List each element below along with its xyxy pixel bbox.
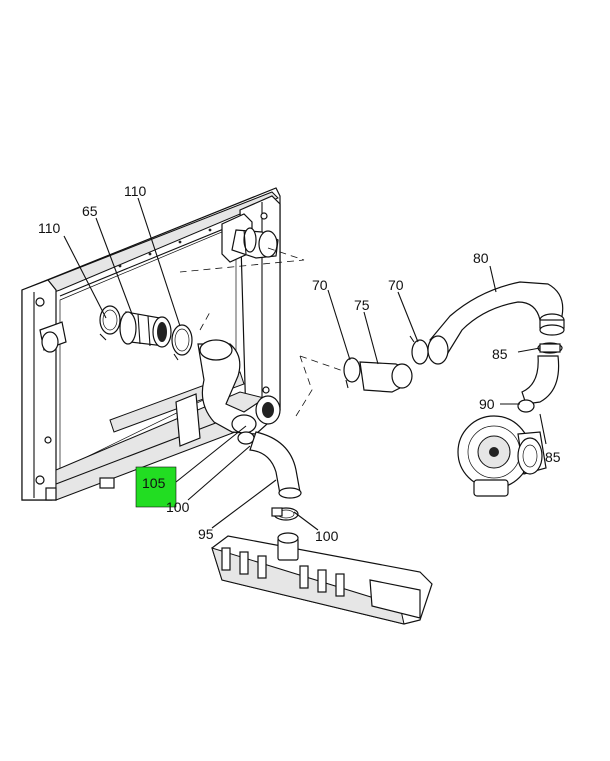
callout-95[interactable]: 95 <box>198 526 214 542</box>
center-elbow <box>197 339 281 445</box>
turbocharger <box>457 415 547 497</box>
middle-hose-assembly <box>343 335 429 393</box>
routing-lines <box>179 247 353 417</box>
callout-85-upper[interactable]: 85 <box>492 346 508 362</box>
upper-hose <box>231 227 279 259</box>
tube-90 <box>517 342 563 413</box>
manifold-ports <box>221 547 345 597</box>
callout-80[interactable]: 80 <box>473 250 489 266</box>
callout-75[interactable]: 75 <box>354 297 370 313</box>
callout-105[interactable]: 105 <box>142 475 166 491</box>
callout-70-right[interactable]: 70 <box>388 277 404 293</box>
callout-90[interactable]: 90 <box>479 396 495 412</box>
callout-110-top[interactable]: 110 <box>124 183 147 199</box>
callout-labels: 110 65 110 70 75 70 80 85 90 85 105 100 … <box>38 183 561 544</box>
highlight-box-105[interactable] <box>135 466 177 508</box>
callout-65[interactable]: 65 <box>82 203 98 219</box>
callout-110-left[interactable]: 110 <box>38 220 61 236</box>
pipe-80 <box>427 281 565 365</box>
callout-100-left[interactable]: 100 <box>166 499 190 515</box>
callout-85-lower[interactable]: 85 <box>545 449 561 465</box>
callout-70-left[interactable]: 70 <box>312 277 328 293</box>
lower-tube <box>249 431 302 521</box>
intake-manifold <box>211 532 433 625</box>
left-hose-assembly <box>99 305 193 361</box>
callout-100-right[interactable]: 100 <box>315 528 339 544</box>
leader-lines <box>63 197 547 531</box>
